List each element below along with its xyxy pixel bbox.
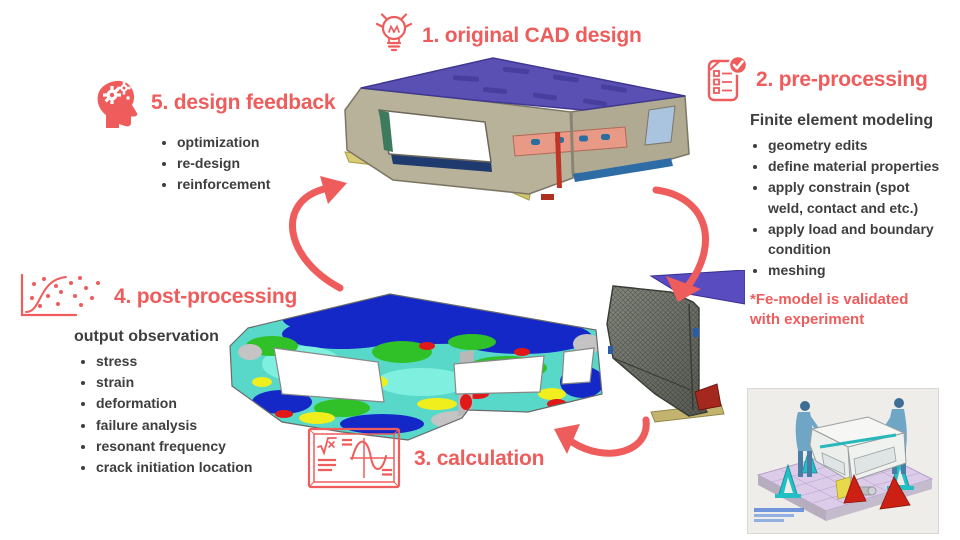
list-item: define material properties xyxy=(768,156,940,176)
step5-header: 5. design feedback xyxy=(93,78,353,128)
math-board-icon xyxy=(307,427,401,489)
step3-block: 3. calculation xyxy=(306,426,544,492)
meshed-pillar-detail xyxy=(606,270,745,423)
step2-block: 2. pre-processing Finite element modelin… xyxy=(706,54,942,329)
list-item: apply constrain (spot weld, contact and … xyxy=(768,177,940,217)
step4-bullets: stress strain deformation failure analys… xyxy=(74,351,314,477)
step4-header: 4. post-processing xyxy=(14,270,314,324)
step1-title: 1. original CAD design xyxy=(422,24,642,47)
step5-bullets: optimization re-design reinforcement xyxy=(157,132,347,194)
cad-hardtop-model xyxy=(344,57,690,201)
step3-title: 3. calculation xyxy=(414,447,545,470)
list-item: stress xyxy=(96,351,314,371)
step4-block: 4. post-processing output observation st… xyxy=(14,270,314,478)
scatter-curve-chart-icon xyxy=(20,273,100,317)
list-item: re-design xyxy=(177,153,347,173)
list-item: deformation xyxy=(96,393,314,413)
list-item: optimization xyxy=(177,132,347,152)
experiment-validation-setup xyxy=(747,388,939,534)
step4-body: output observation stress strain deforma… xyxy=(74,326,314,477)
step5-title: 5. design feedback xyxy=(151,91,336,114)
head-gears-icon xyxy=(97,80,138,128)
list-item: apply load and boundary condition xyxy=(768,219,940,259)
fe-model-note: *Fe-model is validated with experiment xyxy=(750,291,909,328)
list-item: reinforcement xyxy=(177,174,347,194)
fea-stress-contour-model xyxy=(229,293,603,441)
list-item: failure analysis xyxy=(96,415,314,435)
list-item: strain xyxy=(96,372,314,392)
list-item: resonant frequency xyxy=(96,436,314,456)
clipboard-check-icon xyxy=(707,55,748,102)
step2-bullets: geometry edits define material propertie… xyxy=(750,135,940,280)
step4-title: 4. post-processing xyxy=(114,285,298,308)
step2-title: 2. pre-processing xyxy=(756,68,928,91)
step2-subtitle: Finite element modeling xyxy=(750,112,934,129)
step2-body: Finite element modeling geometry edits d… xyxy=(750,110,940,329)
step4-subtitle: output observation xyxy=(74,328,219,345)
step5-block: 5. design feedback optimization re-desig… xyxy=(93,78,353,195)
list-item: geometry edits xyxy=(768,135,940,155)
list-item: meshing xyxy=(768,260,940,280)
step1-header: 1. original CAD design xyxy=(374,10,642,62)
lightbulb-icon xyxy=(375,13,413,52)
step2-header: 2. pre-processing xyxy=(706,54,942,106)
list-item: crack initiation location xyxy=(96,457,314,477)
